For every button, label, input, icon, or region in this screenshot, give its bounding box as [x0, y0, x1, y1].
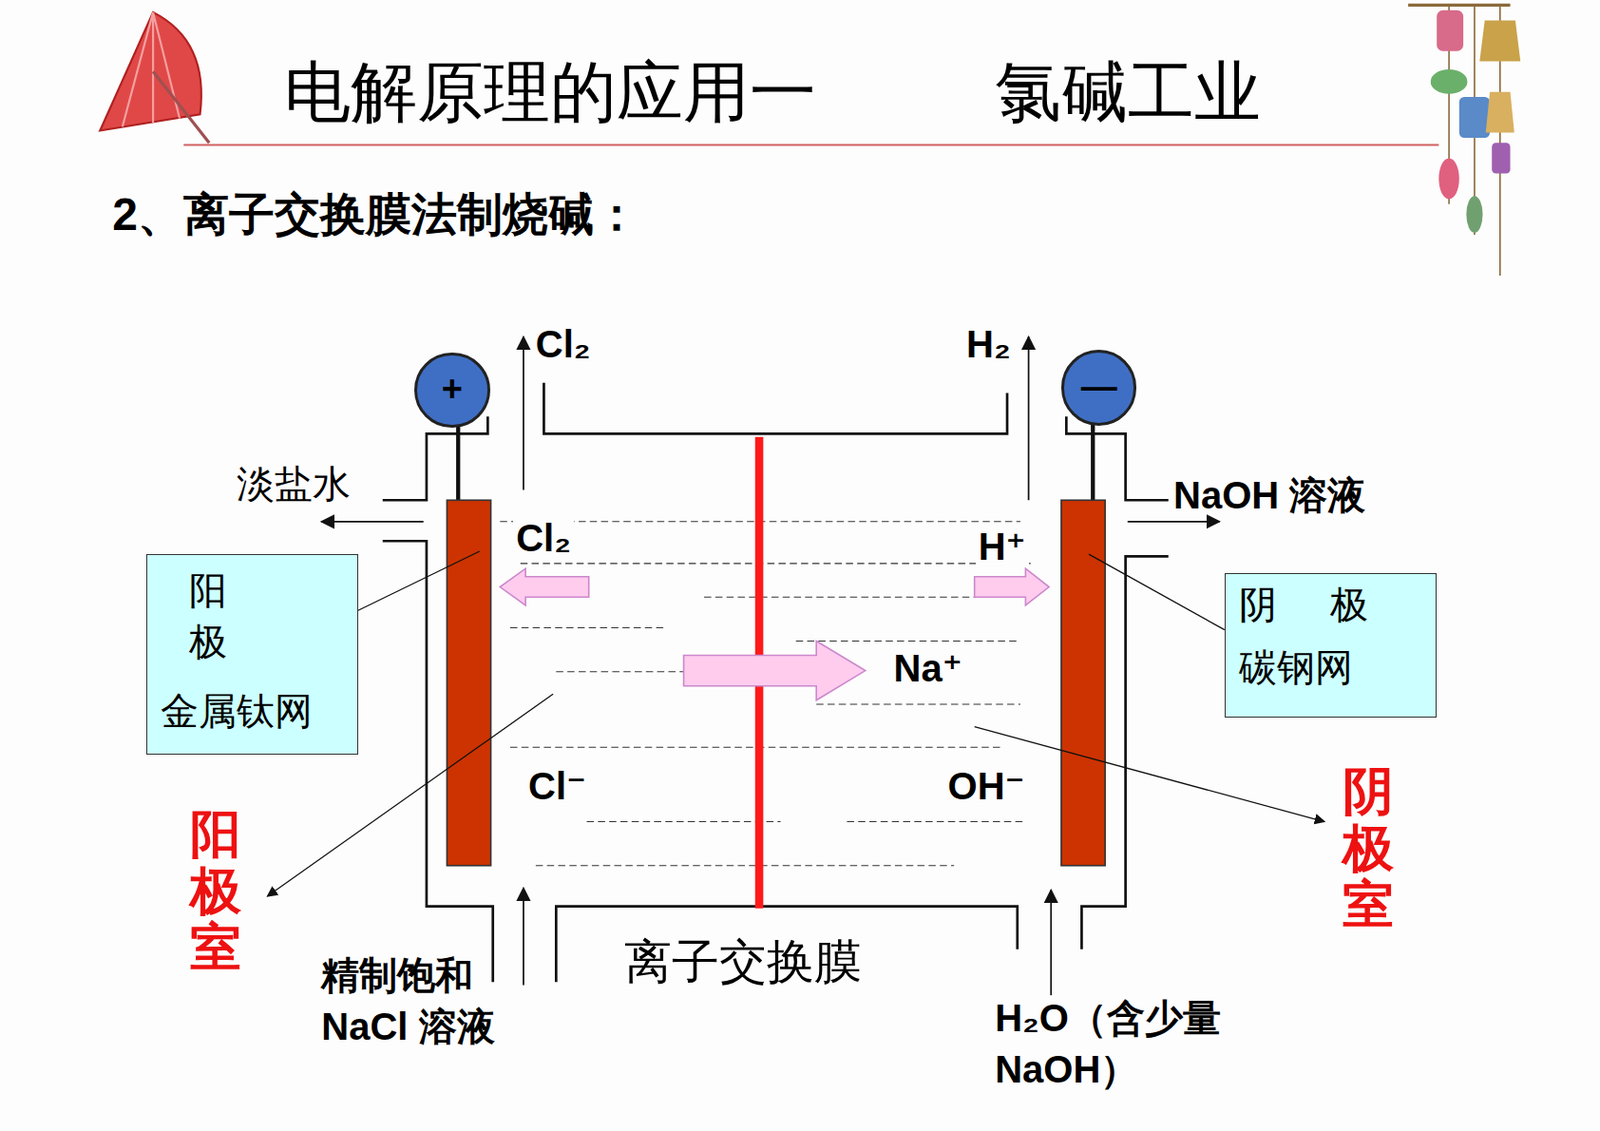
leader-line: [266, 551, 1325, 896]
chamber-label: 阴极室: [1342, 762, 1394, 933]
outlet-label: 淡盐水: [236, 462, 351, 505]
chamber-label: 阳极室: [190, 805, 242, 975]
section-heading: 2、离子交换膜法制烧碱：: [112, 189, 640, 240]
flow-arrow: [321, 336, 1220, 995]
inlet-label: H₂O（含少量 NaOH）: [994, 991, 1280, 1095]
wire: [1090, 421, 1095, 501]
species-label: Cl₂: [513, 516, 574, 559]
inlet-label: 精制饱和 NaCl 溶液: [321, 949, 540, 1052]
terminal-sign: +: [441, 369, 463, 410]
anode-terminal: +: [414, 352, 490, 428]
terminal-sign: —: [1081, 367, 1118, 408]
electrode-name: 阳极: [189, 564, 228, 667]
outlet-label: NaOH 溶液: [1173, 474, 1366, 516]
anode-electrode: [446, 499, 491, 865]
page-title: 电解原理的应用一: [284, 55, 817, 129]
wire: [456, 423, 460, 501]
cathode-label-box: 阴极碳钢网: [1224, 572, 1437, 719]
ion-label: H⁺: [975, 525, 1029, 568]
gas-label: Cl₂: [535, 323, 591, 365]
electrode-name: 阴极: [1238, 583, 1423, 626]
membrane-label: 离子交换膜: [624, 934, 862, 988]
ion-label: OH⁻: [945, 764, 1029, 807]
cathode-terminal: —: [1061, 349, 1137, 425]
chime-decoration: [1408, 4, 1521, 276]
anode-label-box: 阳极金属钛网: [146, 553, 359, 755]
page-title-part: 氯碱工业: [994, 55, 1261, 129]
ion-label: Na⁺: [891, 647, 966, 689]
ion-label: Cl⁻: [525, 764, 590, 807]
cathode-electrode: [1061, 499, 1105, 865]
liquid-level: [499, 521, 1030, 866]
gas-label: H₂: [966, 323, 1011, 365]
electrode-material: 碳钢网: [1238, 646, 1423, 688]
electrode-material: 金属钛网: [160, 689, 344, 732]
ion-arrow: [499, 568, 1049, 701]
title-rule: [183, 143, 1439, 146]
